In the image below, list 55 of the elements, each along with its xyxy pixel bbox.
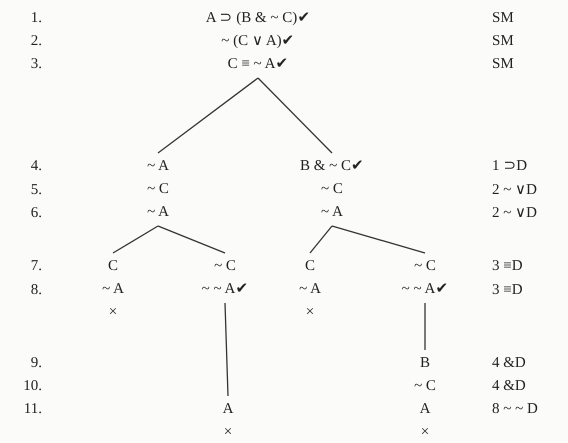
- line-number: 3.: [30, 55, 42, 74]
- formula-text: ×: [304, 303, 316, 322]
- rule-justification: 1 ⊃D: [492, 157, 528, 176]
- rule-justification: SM: [492, 55, 514, 74]
- rule-justification: SM: [492, 32, 514, 51]
- line-number: 5.: [30, 181, 42, 200]
- formula-text: ~ (C ∨ A)✔: [220, 32, 296, 51]
- rule-justification: 8 ~ ~ D: [492, 400, 538, 419]
- formula-text: ~ ~ A✔: [202, 280, 248, 299]
- formula-text: ×: [420, 423, 430, 442]
- line-number: 7.: [30, 257, 42, 276]
- line-number: 6.: [30, 204, 42, 223]
- tree-branch-line: [158, 77, 258, 154]
- formula-text: ×: [108, 303, 118, 322]
- line-number: 1.: [30, 9, 42, 28]
- tree-branch-line: [258, 78, 332, 154]
- rule-justification: 4 &D: [492, 354, 526, 373]
- formula-text: ~ C: [413, 257, 437, 276]
- formula-text: ~ C: [320, 180, 344, 199]
- line-number: 9.: [30, 354, 42, 373]
- formula-text: ~ C: [213, 257, 237, 276]
- tree-branch-line: [158, 225, 226, 254]
- formula-text: C ≡ ~ A✔: [226, 55, 290, 74]
- tree-branch-line: [224, 302, 229, 396]
- formula-text: C: [106, 257, 119, 276]
- formula-text: A ⊃ (B & ~ C)✔: [206, 9, 310, 28]
- rule-justification: 3 ≡D: [492, 281, 523, 300]
- tree-branch-line: [112, 225, 158, 254]
- formula-text: ~ A: [102, 280, 124, 299]
- line-number: 8.: [30, 281, 42, 300]
- formula-text: ~ A: [147, 157, 169, 176]
- formula-text: ~ A: [320, 203, 344, 222]
- line-number: 11.: [24, 400, 42, 419]
- formula-text: ~ ~ A✔: [402, 280, 448, 299]
- formula-text: C: [304, 257, 316, 276]
- rule-justification: 2 ~ ∨D: [492, 204, 537, 223]
- line-number: 2.: [30, 32, 42, 51]
- formula-text: A: [222, 400, 234, 419]
- line-number: 4.: [30, 157, 42, 176]
- tree-branch-line: [424, 303, 426, 350]
- formula-text: B & ~ C✔: [300, 157, 364, 176]
- formula-text: A: [418, 400, 432, 419]
- line-number: 10.: [23, 377, 42, 396]
- formula-text: ~ A: [299, 280, 321, 299]
- formula-text: B: [418, 354, 431, 373]
- tree-branch-line: [310, 226, 332, 254]
- formula-text: ×: [222, 423, 234, 442]
- formula-text: ~ C: [414, 377, 436, 396]
- formula-text: ~ C: [147, 180, 169, 199]
- formula-text: ~ A: [147, 203, 169, 222]
- rule-justification: 3 ≡D: [492, 257, 523, 276]
- rule-justification: 2 ~ ∨D: [492, 181, 537, 200]
- rule-justification: 4 &D: [492, 377, 526, 396]
- rule-justification: SM: [492, 9, 514, 28]
- tree-branch-line: [332, 225, 426, 254]
